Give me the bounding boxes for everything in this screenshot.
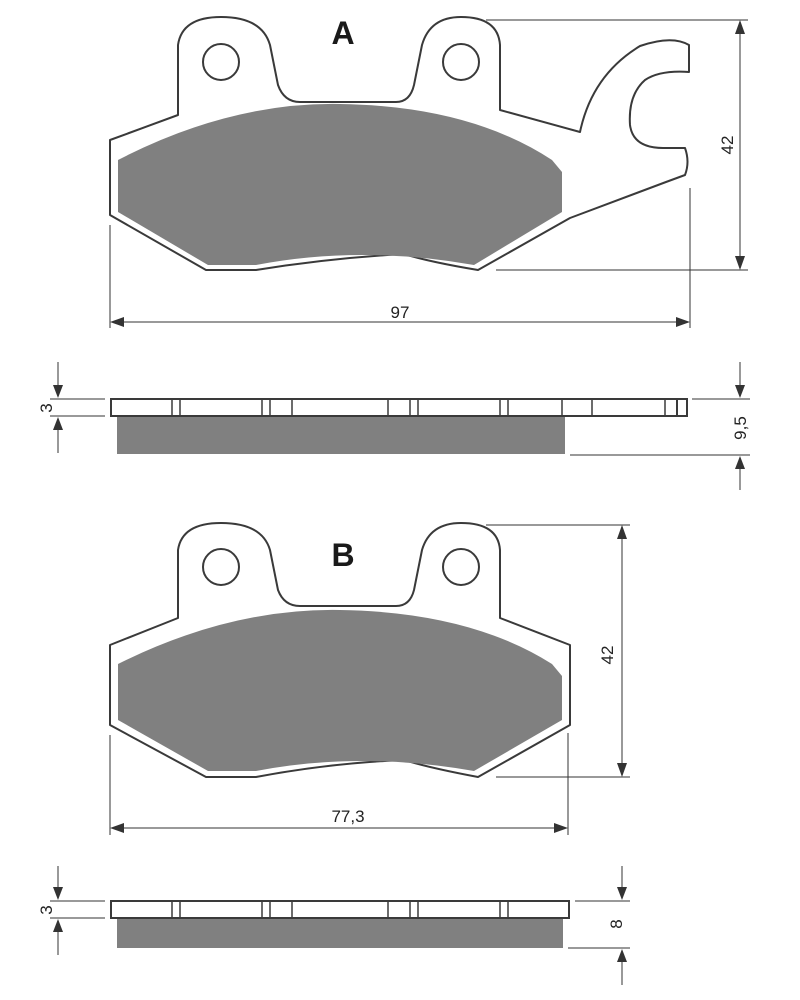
pad-b-side-view: 3 8 — [37, 866, 630, 985]
pad-a-friction-material — [118, 103, 562, 265]
pad-b-side-notches — [171, 901, 509, 918]
pad-a-side-view: 3 9,5 — [37, 362, 750, 490]
pad-a-height-label: 42 — [718, 136, 737, 155]
pad-b-width-label: 77,3 — [331, 807, 364, 826]
pad-b-width-dimension: 77,3 — [109, 733, 569, 835]
pad-b-label: B — [331, 537, 354, 573]
pad-a-front-view: A 42 97 — [109, 15, 748, 328]
pad-a-mounting-hole-left — [202, 43, 240, 81]
pad-b-plate-thickness-label: 3 — [37, 905, 56, 914]
pad-a-label: A — [331, 15, 354, 51]
pad-b-total-thickness-dimension: 8 — [568, 866, 630, 985]
pad-a-total-thickness-dimension: 9,5 — [570, 362, 750, 490]
pad-b-height-label: 42 — [598, 646, 617, 665]
pad-b-mounting-hole-left — [202, 548, 240, 586]
pad-b-plate-thickness-dimension: 3 — [37, 866, 105, 955]
pad-b-mounting-hole-right — [442, 548, 480, 586]
pad-a-height-dimension: 42 — [486, 19, 748, 271]
pad-a-side-notches — [171, 399, 666, 416]
pad-a-plate-thickness-label: 3 — [37, 403, 56, 412]
pad-b-total-thickness-label: 8 — [607, 919, 626, 928]
pad-a-width-label: 97 — [391, 303, 410, 322]
pad-b-side-backing-plate — [110, 900, 570, 919]
pad-a-mounting-hole-right — [442, 43, 480, 81]
pad-a-total-thickness-label: 9,5 — [731, 416, 750, 440]
pad-a-plate-thickness-dimension: 3 — [37, 362, 105, 453]
pad-a-side-backing-plate — [110, 398, 687, 417]
pad-b-front-view: B 42 77,3 — [109, 522, 630, 835]
pad-b-friction-material — [118, 609, 562, 771]
pad-b-height-dimension: 42 — [486, 524, 630, 778]
pad-b-side-friction — [117, 918, 563, 948]
pad-a-width-dimension: 97 — [109, 188, 691, 328]
pad-a-side-friction — [117, 416, 565, 454]
